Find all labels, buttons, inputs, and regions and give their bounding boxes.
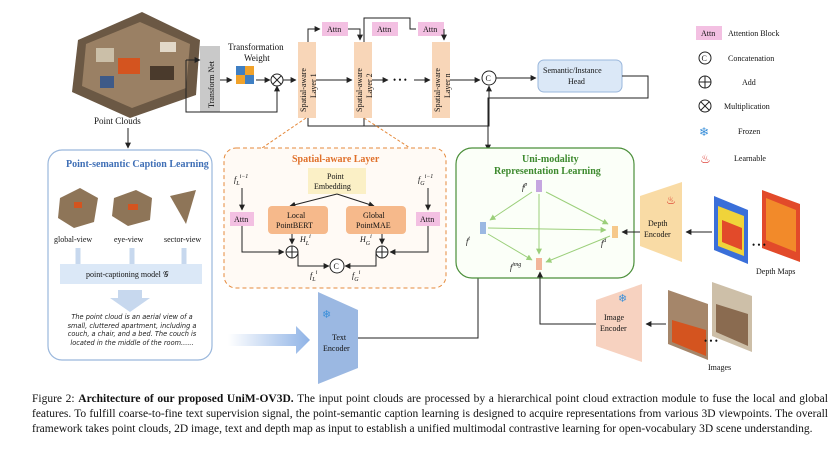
point-clouds-label: Point Clouds	[94, 116, 141, 126]
attn-block-local	[230, 212, 254, 226]
depth-maps-label: Depth Maps	[756, 267, 795, 276]
unimodality-panel	[455, 147, 635, 279]
spatial-layer-1	[298, 42, 316, 118]
depth-encoder-block	[640, 182, 682, 262]
depth-maps-ellipsis: • • •	[752, 240, 766, 250]
attn-label-2: Attn	[377, 25, 391, 34]
point-cloud-scene-image	[72, 12, 200, 118]
f-g-label: fGi	[352, 270, 361, 283]
caption-down-arrow	[110, 290, 150, 312]
image-encoder-frozen-icon: ❄	[618, 292, 627, 305]
caption-bold: Architecture of our proposed UniM-OV3D.	[78, 393, 294, 405]
image-encoder-block	[596, 284, 642, 362]
spatial-layer-n-label: Spatial-awareLayer n	[433, 68, 452, 112]
attn-block-3	[418, 22, 444, 36]
fd-label: fd	[601, 238, 607, 248]
fd-feature-bar	[612, 226, 618, 238]
input-images	[668, 282, 752, 360]
layers-ellipsis: • • •	[393, 75, 407, 85]
transformation-weight-matrix	[236, 66, 254, 84]
attn-block-2	[372, 22, 398, 36]
legend-add: Add	[742, 78, 756, 87]
legend-frozen: Frozen	[738, 127, 760, 136]
attn-global-label: Attn	[420, 215, 434, 224]
attn-block-1	[322, 22, 348, 36]
text-encoder-block	[318, 292, 358, 384]
multiplication-node	[270, 73, 284, 87]
add-node-global	[375, 245, 389, 259]
caption-prefix: Figure 2:	[32, 393, 79, 405]
f-l-label: fLi	[310, 270, 318, 283]
eye-view-label: eye-view	[114, 235, 144, 244]
fp-label: fp	[522, 182, 527, 192]
flame-icon: ♨	[700, 152, 711, 166]
legend: Attn Attention Block C Concatenation Add…	[696, 26, 779, 166]
point-embedding-box	[308, 168, 366, 194]
contrastive-links	[487, 191, 611, 263]
fimg-feature-bar	[536, 258, 542, 270]
legend-attn-text: Attn	[701, 29, 715, 38]
attn-block-global	[416, 212, 440, 226]
svg-text:C: C	[334, 262, 339, 271]
generated-caption-box: The point cloud is an aerial view of a s…	[67, 313, 197, 347]
legend-concatenation: Concatenation	[728, 54, 774, 63]
legend-attn-swatch	[696, 26, 722, 40]
legend-attention-block: Attention Block	[728, 29, 779, 38]
spatial-layer-n	[432, 42, 450, 118]
spatial-layer-2-label: Spatial-awareLayer 2	[355, 68, 374, 112]
caption-learning-title: Point-semantic Caption Learning	[66, 159, 209, 170]
add-node-local	[285, 245, 299, 259]
legend-multiplication: Multiplication	[724, 102, 770, 111]
figure-caption: Figure 2: Architecture of our proposed U…	[32, 392, 828, 437]
attn-label-1: Attn	[327, 25, 341, 34]
point-captioning-model-box	[60, 264, 202, 284]
global-pointmae-box	[346, 206, 406, 234]
svg-text:C: C	[486, 74, 491, 83]
concatenation-node: C	[481, 70, 497, 86]
spatial-layer-1-label: Spatial-awareLayer 1	[299, 68, 318, 112]
images-ellipsis: • • •	[704, 336, 718, 346]
view-thumbnails	[58, 188, 196, 228]
transform-net-block	[200, 46, 220, 112]
spatial-layer-2	[354, 42, 372, 118]
attn-label-3: Attn	[423, 25, 437, 34]
caption-to-text-encoder-arrow	[228, 326, 310, 354]
point-captioning-model-label: point-captioning model 𝒢	[86, 270, 169, 279]
legend-learnable: Learnable	[734, 154, 766, 163]
caption-text: The input point clouds are processed by …	[32, 393, 828, 435]
concat-node-detail: C	[329, 258, 345, 274]
semantic-instance-head	[537, 59, 623, 93]
local-pointbert-box	[268, 206, 328, 234]
svg-text:C: C	[702, 54, 707, 63]
fp-feature-bar	[536, 180, 542, 192]
architecture-diagram: Point Clouds Transform Net Transformatio…	[47, 12, 800, 384]
snowflake-icon: ❄	[699, 125, 709, 139]
text-encoder-frozen-icon: ❄	[322, 308, 331, 321]
sector-view-label: sector-view	[164, 235, 201, 244]
ft-feature-bar	[480, 222, 486, 234]
depth-map-images	[714, 190, 800, 264]
fimg-label: fimg	[510, 262, 521, 272]
spatial-layer-detail-title: Spatial-aware Layer	[292, 154, 380, 165]
generated-caption-text: The point cloud is an aerial view of a s…	[67, 313, 197, 347]
attn-local-label: Attn	[234, 215, 248, 224]
images-label: Images	[708, 363, 731, 372]
ft-label: ft	[466, 236, 470, 246]
depth-encoder-flame-icon: ♨	[666, 194, 676, 207]
global-view-label: global-view	[54, 235, 92, 244]
transform-net-label: Transform Net	[207, 60, 216, 108]
